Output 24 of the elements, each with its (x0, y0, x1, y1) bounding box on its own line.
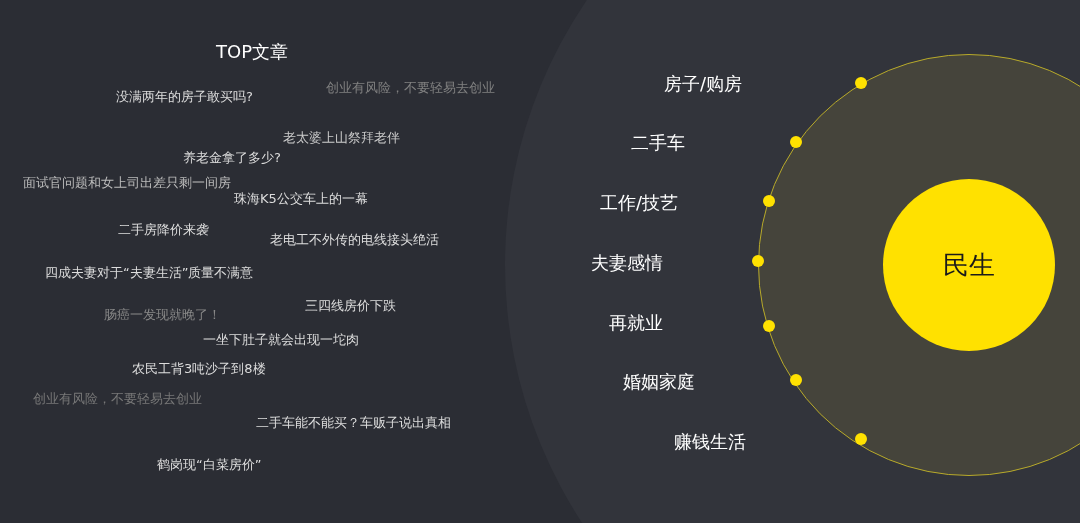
category-label: 赚钱生活 (674, 433, 746, 451)
article-title: 四成夫妻对于“夫妻生活”质量不满意 (45, 265, 254, 279)
article-title: 老电工不外传的电线接头绝活 (270, 232, 439, 246)
article-title: 养老金拿了多少? (183, 150, 281, 164)
article-title: 珠海K5公交车上的一幕 (234, 191, 368, 205)
category-label: 工作/技艺 (599, 194, 678, 212)
article-title: 三四线房价下跌 (305, 298, 396, 312)
article-title: 农民工背3吨沙子到8楼 (132, 361, 266, 375)
center-label: 民生 (943, 248, 995, 282)
category-label: 房子/购房 (663, 75, 742, 93)
category-label: 婚姻家庭 (623, 373, 695, 391)
article-title: 创业有风险，不要轻易去创业 (326, 80, 495, 94)
article-title: 二手房降价来袭 (118, 222, 209, 236)
category-label: 二手车 (631, 134, 685, 152)
article-title: 没满两年的房子敢买吗? (116, 89, 253, 103)
category-label: 再就业 (609, 314, 663, 332)
article-title: 老太婆上山祭拜老伴 (283, 130, 400, 144)
heading: TOP文章 (216, 43, 289, 61)
article-title: 面试官问题和女上司出差只剩一间房 (23, 175, 231, 189)
article-title: 一坐下肚子就会出现一坨肉 (203, 332, 359, 346)
article-title: 二手车能不能买？车贩子说出真相 (256, 415, 451, 429)
category-label: 夫妻感情 (591, 254, 663, 272)
article-title: 创业有风险，不要轻易去创业 (33, 391, 202, 405)
article-title: 鹤岗现“白菜房价” (157, 457, 262, 471)
